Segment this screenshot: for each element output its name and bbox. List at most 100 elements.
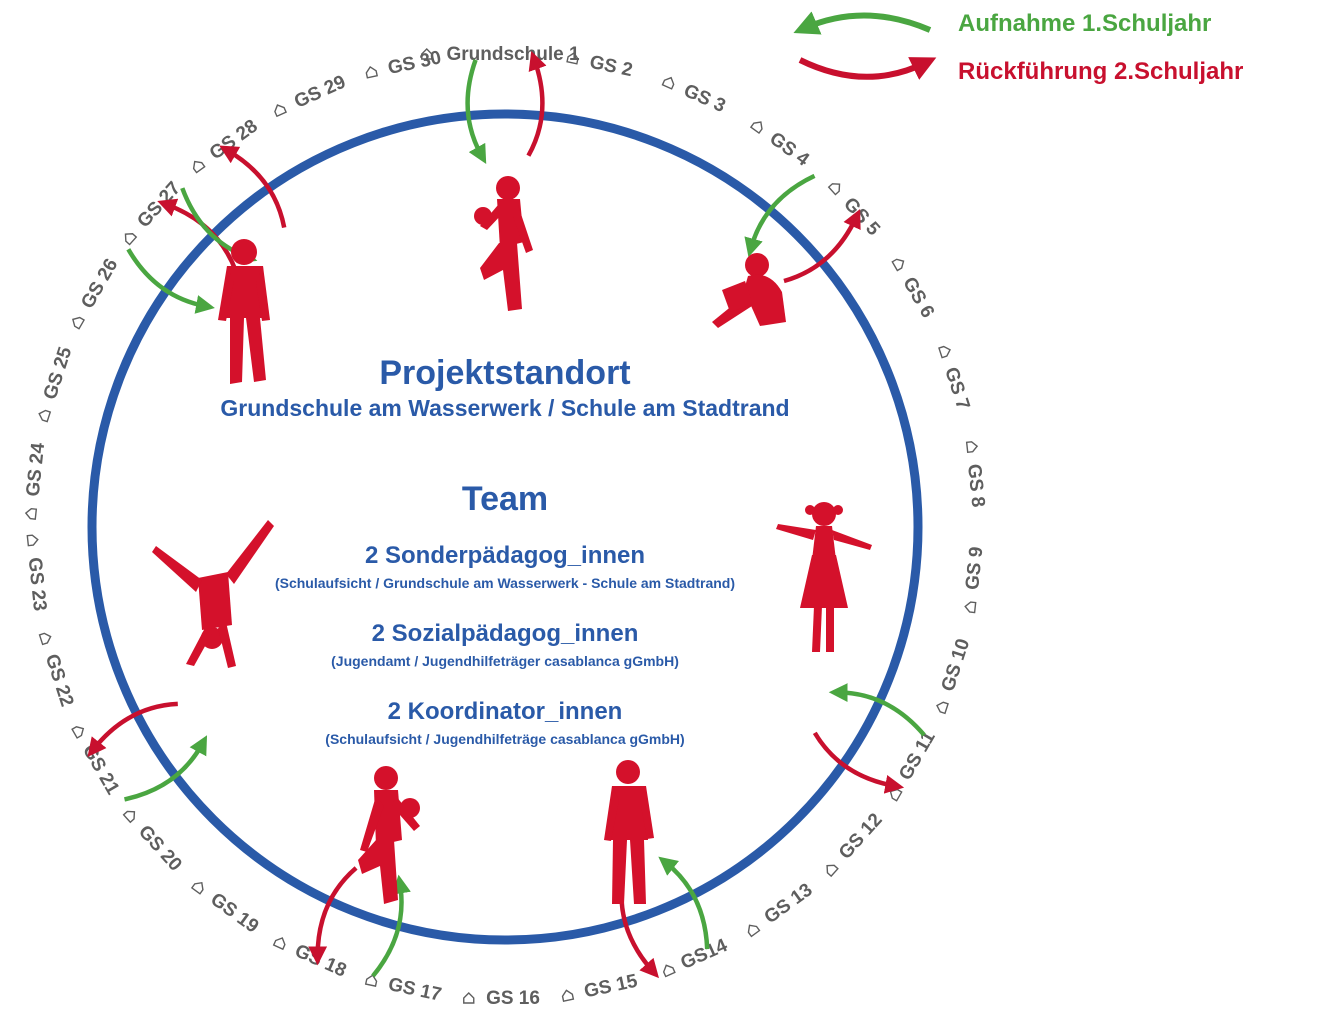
school-label: GS 29 [291, 72, 349, 113]
intake-arrow [371, 874, 411, 978]
intake-arrow [126, 248, 215, 314]
school-label: GS 12 [835, 809, 887, 863]
school-label: GS 22 [41, 651, 78, 709]
project-subtitle: Grundschule am Wasserwerk / Schule am St… [220, 395, 789, 421]
school-label: GS 21 [78, 741, 123, 799]
school-house-icon [938, 345, 951, 359]
school-house-icon [826, 864, 839, 878]
school-house-icon [365, 65, 378, 79]
school-label-group: GS 27 [124, 178, 185, 246]
legend-intake-label: Aufnahme 1.Schuljahr [958, 10, 1211, 37]
team-detail-social-ed: (Jugendamt / Jugendhilfeträger casablanc… [331, 653, 679, 669]
school-house-icon [747, 924, 761, 938]
school-label-group: GS 24 [23, 441, 50, 520]
school-house-icon [561, 989, 575, 1003]
school-label-group: GS 16 [463, 988, 540, 1009]
legend: Aufnahme 1.Schuljahr Rückführung 2.Schul… [793, 10, 1243, 85]
school-label: GS 19 [206, 889, 262, 938]
transfer-arrows [87, 51, 926, 979]
school-label: GS 30 [386, 47, 443, 79]
school-house-icon [72, 316, 85, 330]
school-house-icon [122, 810, 136, 824]
school-house-icon [463, 992, 475, 1004]
school-label-group: GS 9 [962, 546, 987, 614]
school-house-icon [936, 701, 949, 715]
school-label: GS 15 [582, 971, 639, 1003]
school-label-group: GS 30 [365, 47, 443, 79]
child-figures [152, 176, 872, 904]
school-label: GS 18 [292, 940, 350, 981]
school-house-icon [662, 964, 676, 978]
school-house-icon [889, 788, 903, 802]
return-arrow [526, 51, 547, 157]
school-label-group: GS 6 [891, 258, 938, 322]
child-cartwheel-icon [152, 520, 274, 668]
school-house-icon [38, 409, 52, 423]
team-heading: Team [462, 480, 548, 518]
school-label-group: GS 4 [749, 121, 813, 171]
school-label: GS 9 [962, 546, 987, 591]
school-label: GS 28 [206, 116, 262, 165]
school-label: GS 13 [761, 879, 817, 928]
school-label-group: GS 15 [561, 971, 640, 1003]
child-girl-icon [776, 502, 872, 652]
child-standing-left-icon [218, 239, 270, 384]
team-role-social-ed: 2 Sozialpädagog_innen [372, 620, 639, 647]
school-label: GS 6 [898, 274, 938, 322]
school-house-icon [749, 121, 763, 135]
school-label-group: GS 8 [963, 441, 988, 508]
school-label-group: GS 19 [190, 881, 262, 938]
school-house-icon [71, 726, 85, 739]
school-label-group: GS 10 [936, 636, 975, 715]
team-detail-special-ed: (Schulaufsicht / Grundschule am Wasserwe… [275, 575, 735, 591]
school-label-group: GS 7 [938, 345, 974, 413]
return-arrow [783, 208, 861, 284]
intake-arrow [744, 173, 816, 258]
school-house-icon [190, 881, 204, 895]
school-label-group: GS 20 [122, 810, 186, 875]
school-house-icon [661, 76, 675, 90]
return-arrow [812, 731, 905, 794]
return-arrow [157, 198, 238, 272]
school-label-group: GS 13 [747, 879, 817, 938]
school-label-group: GS 5 [827, 183, 884, 240]
school-label: GS 10 [938, 636, 975, 694]
school-house-icon [124, 233, 138, 246]
school-label: GS 25 [40, 344, 77, 402]
intake-arrow [465, 59, 487, 164]
school-label-group: GS 25 [38, 344, 77, 423]
school-label-group: GS 18 [272, 937, 350, 982]
school-label: GS 4 [765, 128, 813, 171]
school-label: GS 23 [24, 556, 51, 612]
child-standing-right-icon [604, 760, 654, 904]
school-house-icon [566, 52, 579, 65]
legend-intake-arrow [793, 11, 932, 35]
school-label-group: GS 21 [71, 726, 123, 799]
school-house-icon [964, 601, 977, 614]
child-reading-icon [712, 253, 786, 328]
center-info: Projektstandort Grundschule am Wasserwer… [220, 354, 789, 747]
school-label: GS 3 [680, 80, 728, 117]
school-label: GS 16 [486, 988, 540, 1009]
school-house-icon [272, 937, 286, 951]
school-label: GS 11 [895, 727, 940, 784]
intake-arrow [828, 683, 926, 737]
school-house-icon [421, 48, 433, 60]
school-house-icon [364, 974, 378, 987]
school-house-icon [965, 441, 979, 454]
legend-return-label: Rückführung 2.Schuljahr [958, 58, 1243, 85]
school-house-icon [274, 104, 288, 118]
child-ball-top-icon [474, 176, 533, 311]
school-house-icon [38, 632, 52, 646]
school-house-icon [192, 160, 206, 174]
school-label-group: GS 22 [38, 632, 78, 709]
school-label: GS 7 [940, 365, 973, 413]
project-ring [87, 109, 923, 945]
school-label: GS 20 [134, 821, 186, 875]
school-label: GS 17 [386, 974, 443, 1006]
school-label-group: Grundschule 1 [421, 44, 580, 65]
intake-arrow [658, 856, 710, 950]
school-label: GS 24 [23, 441, 50, 497]
school-label: GS 26 [77, 255, 122, 312]
